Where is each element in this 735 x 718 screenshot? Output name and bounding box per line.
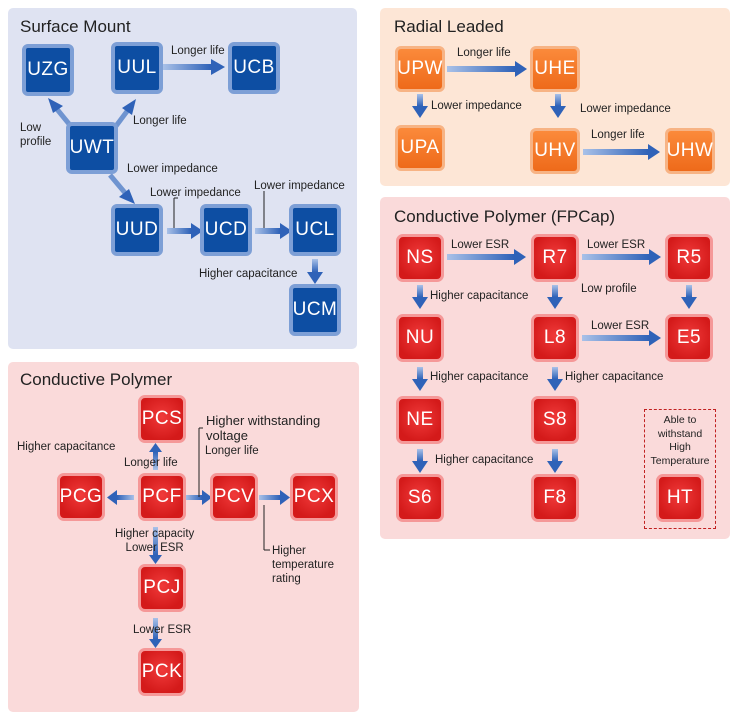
label-l8-s8: Higher capacitance xyxy=(565,371,664,383)
label-uwt-uzg: Low profile xyxy=(20,122,52,148)
label-ns-nu: Higher capacitance xyxy=(430,290,529,302)
label-upw-upa: Lower impedance xyxy=(431,100,522,112)
label-ht-note: Able to withstand High Temperature xyxy=(650,414,710,467)
node-r5[interactable]: R5 xyxy=(665,234,713,282)
node-ucl[interactable]: UCL xyxy=(289,204,341,256)
node-uul[interactable]: UUL xyxy=(111,42,163,94)
surface-mount-title: Surface Mount xyxy=(20,17,131,36)
node-uhv[interactable]: UHV xyxy=(530,128,580,174)
node-pcx[interactable]: PCX xyxy=(290,473,338,521)
node-ht[interactable]: HT xyxy=(656,474,704,522)
label-pcv-withstanding: Higher withstanding voltage xyxy=(206,413,321,443)
node-uud[interactable]: UUD xyxy=(111,204,163,256)
conductive-polymer-title: Conductive Polymer xyxy=(20,370,173,389)
node-f8[interactable]: F8 xyxy=(531,474,579,522)
label-nu-ne: Higher capacitance xyxy=(430,371,529,383)
label-uul-ucb: Longer life xyxy=(171,45,225,57)
node-uzg[interactable]: UZG xyxy=(22,44,74,96)
node-ucd[interactable]: UCD xyxy=(200,204,252,256)
node-pcv[interactable]: PCV xyxy=(210,473,258,521)
label-pcf-pcv: Longer life xyxy=(205,445,259,457)
node-upw[interactable]: UPW xyxy=(395,46,445,92)
label-r7-l8: Low profile xyxy=(581,283,637,295)
node-ne[interactable]: NE xyxy=(396,396,444,444)
label-uhe-uhv: Lower impedance xyxy=(580,103,671,115)
node-l8[interactable]: L8 xyxy=(531,314,579,362)
node-ucm[interactable]: UCM xyxy=(289,284,341,336)
node-uwt[interactable]: UWT xyxy=(66,122,118,174)
label-uud-ucd: Lower impedance xyxy=(150,187,241,199)
node-s6[interactable]: S6 xyxy=(396,474,444,522)
node-r7[interactable]: R7 xyxy=(531,234,579,282)
node-pcf[interactable]: PCF xyxy=(138,473,186,521)
node-nu[interactable]: NU xyxy=(396,314,444,362)
label-ucd-ucl: Lower impedance xyxy=(254,180,345,192)
node-ns[interactable]: NS xyxy=(396,234,444,282)
label-ucl-ucm: Higher capacitance xyxy=(199,268,298,280)
label-uhv-uhw: Longer life xyxy=(591,129,645,141)
node-pcg[interactable]: PCG xyxy=(57,473,105,521)
node-e5[interactable]: E5 xyxy=(665,314,713,362)
label-pcf-pcs: Longer life xyxy=(124,457,178,469)
node-s8[interactable]: S8 xyxy=(531,396,579,444)
label-pcf-pcj: Higher capacity Lower ESR xyxy=(115,528,195,554)
label-uwt-uul: Longer life xyxy=(133,115,187,127)
node-pcs[interactable]: PCS xyxy=(138,395,186,443)
node-uhe[interactable]: UHE xyxy=(530,46,580,92)
label-ne-s6: Higher capacitance xyxy=(435,454,534,466)
label-pcv-pcx: Higher temperature rating xyxy=(272,545,335,585)
label-upw-uhe: Longer life xyxy=(457,47,511,59)
label-ns-r7: Lower ESR xyxy=(451,239,510,251)
node-uhw[interactable]: UHW xyxy=(665,128,715,174)
node-pck[interactable]: PCK xyxy=(138,648,186,696)
label-l8-e5: Lower ESR xyxy=(591,320,650,332)
radial-leaded-title: Radial Leaded xyxy=(394,17,504,36)
label-uwt-uud: Lower impedance xyxy=(127,163,218,175)
fpcap-title: Conductive Polymer (FPCap) xyxy=(394,207,616,226)
node-ucb[interactable]: UCB xyxy=(228,42,280,94)
label-pcj-pck: Lower ESR xyxy=(133,624,192,636)
label-pcf-pcg: Higher capacitance xyxy=(17,441,116,453)
node-pcj[interactable]: PCJ xyxy=(138,564,186,612)
label-r7-r5: Lower ESR xyxy=(587,239,646,251)
node-upa[interactable]: UPA xyxy=(395,125,445,171)
